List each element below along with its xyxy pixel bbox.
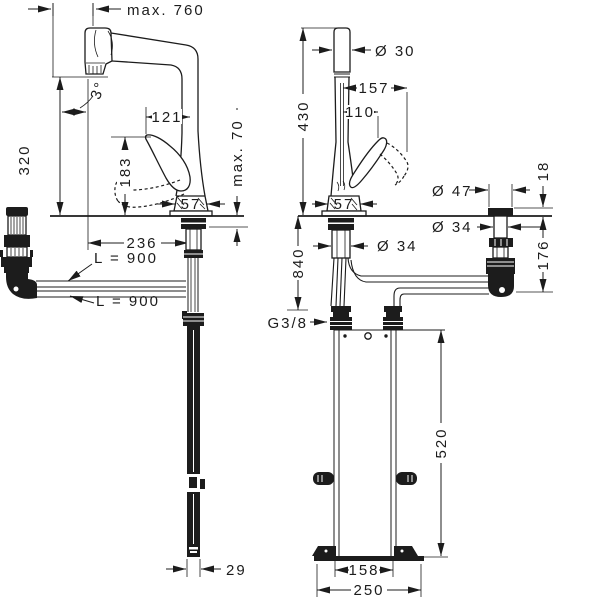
dim-lever-swing-width: 157 [343,80,408,152]
dim-hose-length-lower-label: L = 900 [96,293,160,310]
dim-spout-reach-label: 236 [126,235,157,252]
dim-body-width-left: 57 [157,196,225,213]
faucet-spout-left-view [84,27,213,217]
dim-valve-escutcheon-height: 18 [514,161,553,209]
installation-box [312,329,448,561]
dim-valve-under-counter-depth-label: 176 [535,239,552,270]
dim-hose-weight-width-label: 29 [226,562,247,579]
dim-lever-height-label: 183 [117,156,134,187]
dim-hose-length-lower: L = 900 [69,293,160,310]
dim-total-height: 430 [295,27,344,215]
dim-spout-height-label: 320 [16,144,33,175]
hose-glands [330,306,403,330]
dim-installation-depth: 840 [287,216,308,311]
dim-max-pullout: max. 760 [28,2,205,77]
dim-lever-swing-width-label: 157 [358,80,389,97]
faucet-lever-right-view [348,137,409,189]
dim-shank-diameter-label: Ø 34 [377,238,418,255]
dim-body-width-right: 57 [312,196,377,213]
select-valve-unit-left-view [0,207,37,299]
dim-supply-connection: G3/8 [267,315,327,332]
dim-spray-head-diameter: Ø 30 [312,43,416,60]
dim-base-plate-width: 250 [316,564,422,599]
dim-box-width: 158 [334,561,394,579]
dim-valve-shank-diameter: Ø 34 [432,219,543,236]
dim-valve-shank-diameter-label: Ø 34 [432,219,473,236]
dim-lever-height: 183 [111,136,151,215]
dim-swivel-angle-label: 3° [87,79,109,102]
dim-spray-head-diameter-label: Ø 30 [375,43,416,60]
hoses-right-view [330,257,489,307]
dim-shank-diameter: Ø 34 [313,238,418,255]
dim-lever-width: 110 [343,104,379,138]
dim-valve-under-counter-depth: 176 [516,217,553,293]
supply-hoses-left-view [36,280,186,298]
dim-hose-weight-width: 29 [166,559,247,579]
dim-max-counter-thickness: max. 70 [209,108,248,246]
dim-hose-length-upper: L = 900 [67,250,158,282]
dim-box-height-label: 520 [433,427,450,458]
faucet-body-right-view [321,27,367,217]
shank-and-rod-left-view [181,218,206,557]
dim-valve-escutcheon-diameter: Ø 47 [432,183,530,200]
dim-valve-escutcheon-height-label: 18 [535,161,552,182]
dim-spout-height: 320 [16,76,108,215]
dim-swivel-angle: 3° [62,79,110,116]
dim-hose-length-upper-label: L = 900 [94,250,158,267]
dim-supply-connection-label: G3/8 [267,315,308,332]
dim-lever-reach: 121 [145,107,190,134]
dim-base-plate-width-label: 250 [353,582,384,599]
dim-lever-reach-label: 121 [151,109,182,126]
shank-right-view [328,218,354,259]
dim-box-height: 520 [433,330,450,556]
dim-installation-depth-label: 840 [290,247,307,278]
dim-box-width-label: 158 [348,562,379,579]
dim-body-width-left-label: 57 [181,196,202,213]
dim-spout-reach: 236 [87,79,188,252]
dim-max-counter-thickness-label: max. 70 [229,119,246,186]
select-valve-unit-right-view [486,184,515,297]
dim-body-width-right-label: 57 [334,196,355,213]
dim-total-height-label: 430 [295,100,312,131]
dim-max-pullout-label: max. 760 [127,2,205,19]
dim-lever-width-label: 110 [345,104,375,121]
dim-valve-escutcheon-diameter-label: Ø 47 [432,183,473,200]
